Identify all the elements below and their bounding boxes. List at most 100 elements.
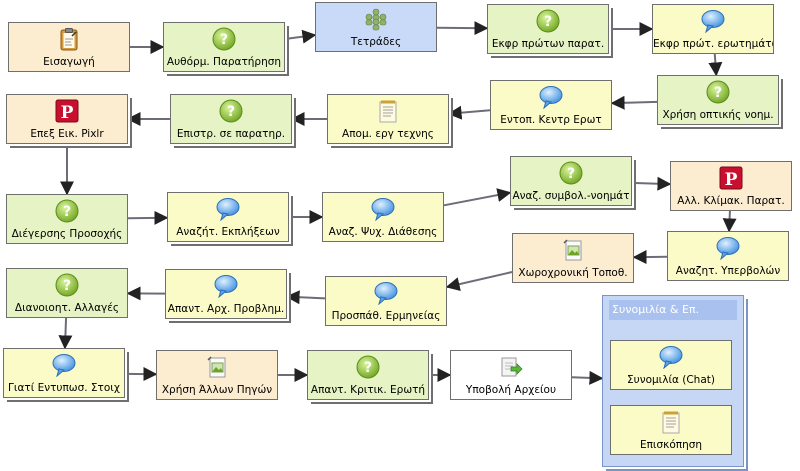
activity-node-label: Αυθόρμ. Παρατήρηση	[166, 56, 282, 68]
group-title: Συνομιλία & Επ.	[609, 300, 737, 320]
chat-bubble-icon	[216, 197, 240, 222]
edge-arrow	[443, 188, 512, 207]
activity-node[interactable]: ? Διανοιοητ. Αλλαγές	[6, 268, 128, 318]
activity-node-label: Εκφρ πρώτ. ερωτημάτων	[653, 38, 773, 50]
activity-node[interactable]: Χωροχρονική Τοποθ.	[512, 233, 634, 283]
activity-node-label: Τετράδες	[350, 36, 402, 48]
svg-text:?: ?	[544, 14, 552, 30]
edge-arrow	[285, 290, 326, 305]
edge-arrow	[445, 271, 513, 291]
edge-arrow	[631, 176, 672, 191]
edge-arrow	[58, 317, 73, 350]
question-icon: ?	[55, 273, 79, 297]
activity-node-label: Επεξ Εικ. Pixlr	[30, 128, 104, 140]
pixlr-icon: P	[719, 166, 743, 190]
activity-node-label: Αναζητ. Υπερβολών	[675, 265, 781, 277]
activity-node[interactable]: Γιατί Εντυπωσ. Στοιχ	[3, 348, 125, 398]
activity-node-label: Χρήση οπτικής νοημ.	[662, 109, 774, 121]
activity-node[interactable]: ? Εκφρ πρώτων παρατ.	[487, 4, 609, 54]
activity-node-label: Απαντ. Αρχ. Προβλημ.	[167, 303, 285, 315]
activity-node[interactable]: Αναζητ. Υπερβολών	[667, 231, 789, 281]
activity-node-label: Γιατί Εντυπωσ. Στοιχ	[8, 382, 120, 394]
activity-node-label: Εισαγωγή	[43, 56, 95, 68]
activity-node-label: Αναζ. συμβολ.-νοημάτ	[512, 190, 630, 202]
activity-node-label: Διανοιοητ. Αλλαγές	[14, 302, 120, 314]
chat-bubble-icon	[716, 236, 740, 261]
activity-node[interactable]: Τετράδες	[315, 2, 437, 52]
activity-node[interactable]: Αναζήτ. Εκπλήξεων	[167, 192, 289, 242]
pixlr-icon: P	[55, 99, 79, 123]
svg-text:?: ?	[63, 204, 71, 220]
image-icon	[561, 238, 585, 262]
activity-node[interactable]: Συνομιλία (Chat)	[610, 340, 732, 390]
activity-node[interactable]: Απαντ. Αρχ. Προβλημ.	[165, 269, 287, 319]
activity-node[interactable]: Επισκόπηση	[610, 405, 732, 455]
group-icon	[364, 7, 388, 31]
question-icon: ?	[356, 355, 380, 379]
activity-node[interactable]: Απομ. εργ τεχνης	[327, 94, 449, 144]
notepad-icon	[376, 99, 400, 123]
activity-node-label: Χωροχρονική Τοποθ.	[518, 267, 628, 279]
question-icon: ?	[536, 9, 560, 33]
chat-bubble-icon	[52, 353, 76, 378]
activity-node-label: Επισκόπηση	[639, 439, 703, 451]
question-icon: ?	[559, 161, 583, 185]
svg-text:?: ?	[220, 32, 228, 48]
notepad-icon	[659, 410, 683, 434]
chat-bubble-icon	[374, 281, 398, 306]
activity-node[interactable]: ? Αναζ. συμβολ.-νοημάτ	[510, 156, 632, 206]
clipboard-icon	[57, 27, 81, 51]
svg-text:P: P	[61, 103, 74, 123]
edge-arrow	[722, 210, 737, 233]
activity-node-label: Εντοπ. Κεντρ Ερωτ	[500, 114, 602, 126]
activity-node[interactable]: Υποβολή Αρχείου	[450, 350, 572, 400]
question-icon: ?	[212, 27, 236, 51]
edge-arrow	[708, 53, 723, 77]
activity-node[interactable]: ? Αυθόρμ. Παρατήρηση	[163, 22, 285, 72]
question-icon: ?	[219, 99, 243, 123]
chat-bubble-icon	[214, 274, 238, 299]
activity-node[interactable]: Χρήση Άλλων Πηγών	[156, 350, 278, 400]
file-upload-icon	[499, 355, 523, 379]
edge-arrow	[447, 105, 491, 120]
activity-node[interactable]: Εισαγωγή	[8, 22, 130, 72]
chat-bubble-icon	[701, 9, 725, 34]
chat-bubble-icon	[539, 85, 563, 110]
activity-node-label: Απομ. εργ τεχνης	[342, 128, 434, 140]
activity-node[interactable]: P Αλλ. Κλίμακ. Παρατ.	[670, 161, 792, 211]
activity-node[interactable]: Προσπάθ. Ερμηνείας	[325, 276, 447, 326]
edge-arrow	[610, 95, 658, 110]
svg-text:?: ?	[714, 85, 722, 101]
activity-node-label: Αναζ. Ψυχ. Διάθεσης	[328, 226, 438, 238]
activity-node[interactable]: ? Επιστρ. σε παρατηρ.	[170, 94, 292, 144]
activity-node-label: Υποβολή Αρχείου	[465, 384, 557, 396]
activity-node-label: Διέγερσης Προσοχής	[11, 228, 123, 240]
activity-node[interactable]: P Επεξ Εικ. Pixlr	[6, 94, 128, 144]
activity-node[interactable]: Εκφρ πρώτ. ερωτημάτων	[652, 4, 774, 54]
activity-node[interactable]: Αναζ. Ψυχ. Διάθεσης	[322, 192, 444, 242]
activity-node-label: Απαντ. Κριτικ. Ερωτή	[310, 384, 426, 396]
svg-text:?: ?	[567, 166, 575, 182]
edge-arrow	[571, 370, 604, 385]
chat-bubble-icon	[659, 345, 683, 370]
activity-node-label: Επιστρ. σε παρατηρ.	[176, 128, 286, 140]
svg-text:?: ?	[364, 360, 372, 376]
svg-text:?: ?	[63, 278, 71, 294]
activity-node[interactable]: ? Χρήση οπτικής νοημ.	[657, 75, 779, 125]
edge-arrow	[436, 21, 489, 36]
svg-text:P: P	[725, 170, 738, 190]
edge-arrow	[284, 29, 317, 44]
activity-node[interactable]: Εντοπ. Κεντρ Ερωτ	[490, 80, 612, 130]
question-icon: ?	[55, 199, 79, 223]
image-icon	[205, 355, 229, 379]
activity-node[interactable]: ? Απαντ. Κριτικ. Ερωτή	[307, 350, 429, 400]
question-icon: ?	[706, 80, 730, 104]
activity-node-label: Χρήση Άλλων Πηγών	[161, 384, 273, 396]
svg-text:?: ?	[227, 104, 235, 120]
chat-bubble-icon	[371, 197, 395, 222]
activity-node-label: Αλλ. Κλίμακ. Παρατ.	[677, 195, 785, 207]
activity-node-label: Εκφρ πρώτων παρατ.	[491, 38, 605, 50]
activity-node[interactable]: ? Διέγερσης Προσοχής	[6, 194, 128, 244]
